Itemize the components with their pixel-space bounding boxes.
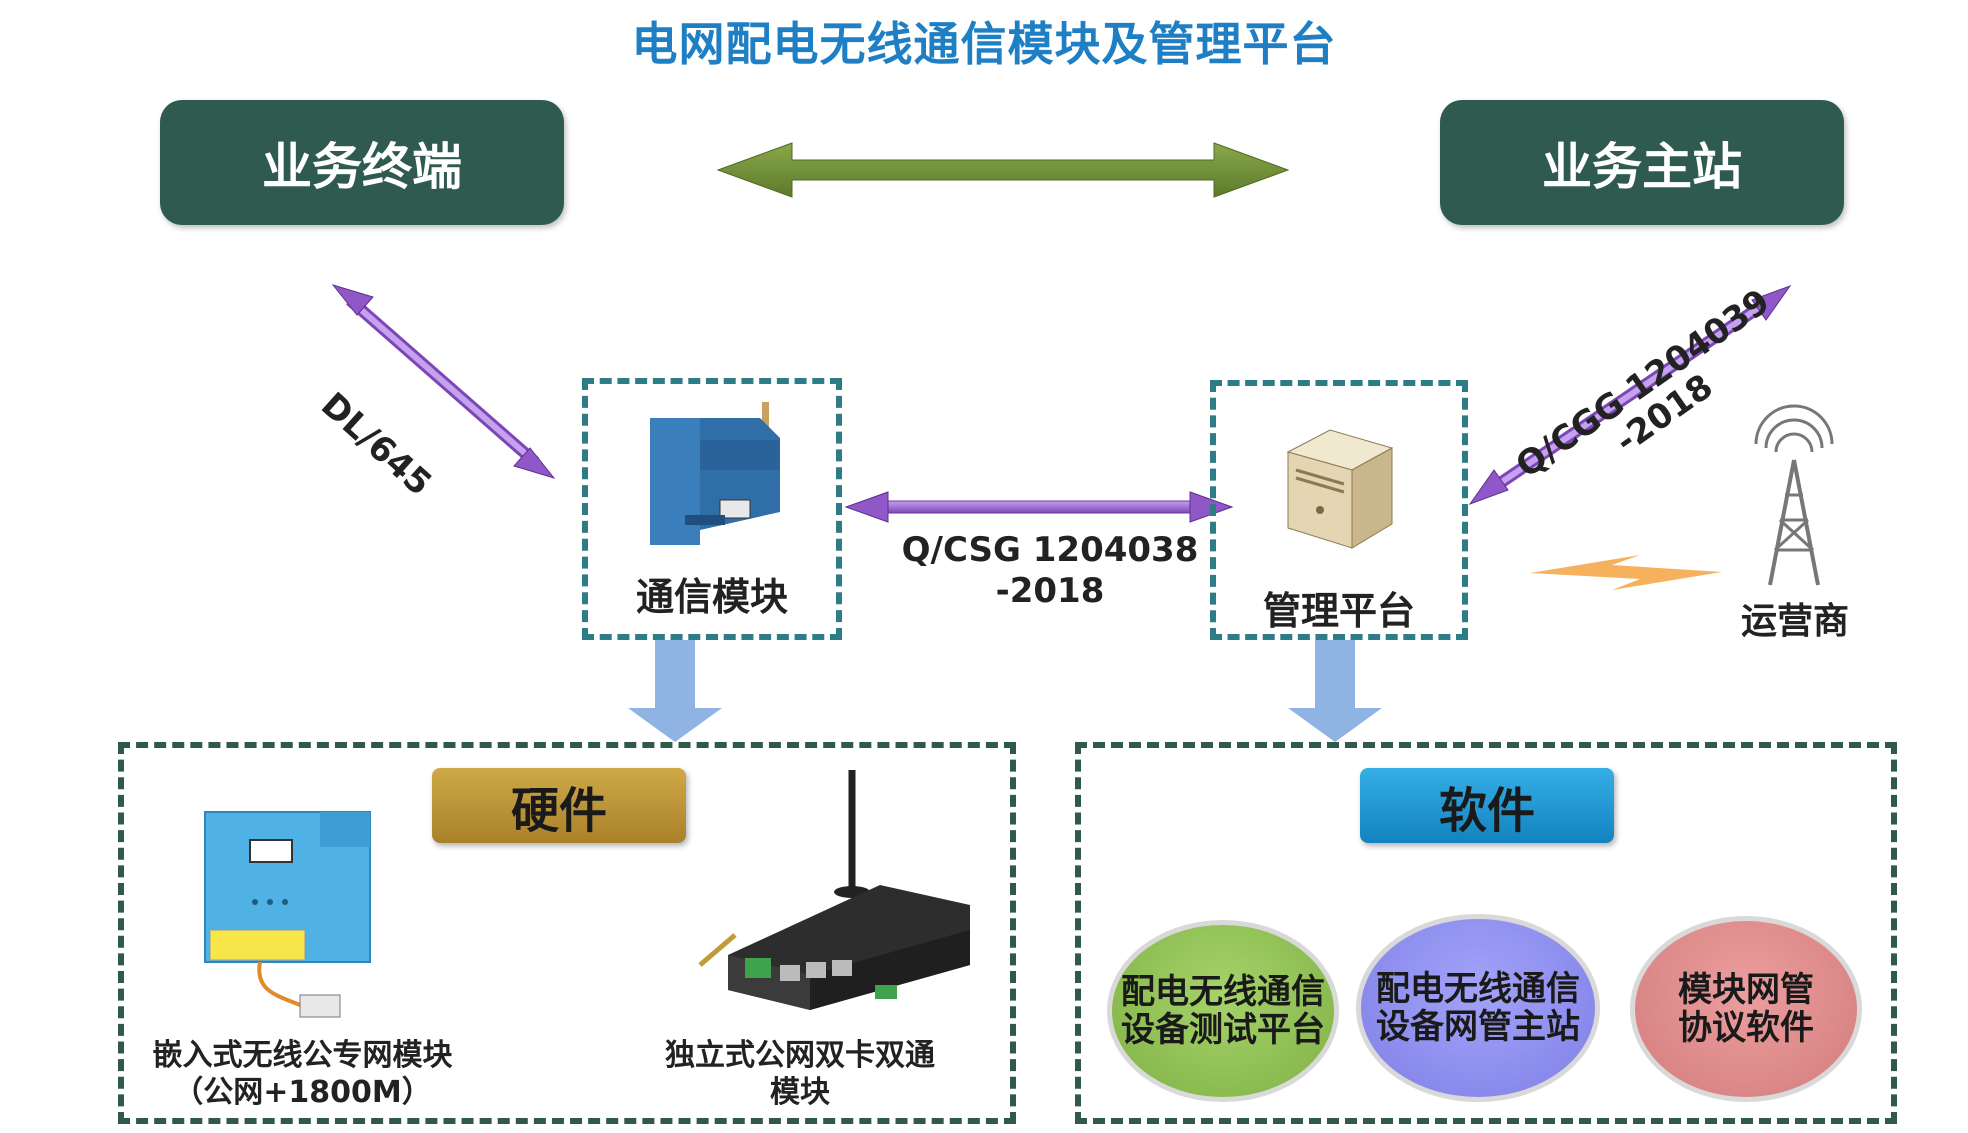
down-arrow-module (628, 640, 722, 742)
page-title: 电网配电无线通信模块及管理平台 (631, 17, 1337, 71)
protocol-qcsg-line1: Q/CSG 1204038 (901, 530, 1199, 570)
software-oval-test-platform: 配电无线通信 设备测试平台 (1107, 920, 1339, 1102)
business-terminal-box: 业务终端 (160, 100, 564, 225)
oval2-line2: 设备网管主站 (1376, 1007, 1580, 1047)
software-oval-protocol-software: 模块网管 协议软件 (1630, 916, 1862, 1102)
cell-tower-icon (1754, 404, 1834, 586)
operator-label: 运营商 (1740, 601, 1849, 642)
hardware-item2-label: 独立式公网双卡双通 模块 (640, 1038, 960, 1111)
hardware-item1-line1: 嵌入式无线公专网模块 (152, 1038, 453, 1073)
embedded-module-icon (204, 811, 371, 1018)
module-device-icon (650, 402, 780, 545)
oval1-line2: 设备测试平台 (1121, 1010, 1325, 1050)
hardware-panel (118, 742, 1016, 1124)
platform-label: 管理平台 (1262, 589, 1415, 633)
hardware-item1-label: 嵌入式无线公专网模块 （公网+1800M） (130, 1038, 475, 1111)
server-icon (1286, 429, 1394, 549)
hardware-item1-line2: （公网+1800M） (173, 1074, 432, 1110)
green-double-arrow (716, 142, 1290, 198)
protocol-label-qcsg: Q/CSG 1204038 -2018 (900, 530, 1200, 612)
software-header: 软件 (1360, 768, 1614, 843)
protocol-qcsg-line2: -2018 (995, 570, 1105, 611)
hardware-header: 硬件 (432, 768, 686, 843)
hardware-item2-line2: 模块 (770, 1074, 830, 1110)
oval3-line1: 模块网管 (1678, 969, 1814, 1010)
hardware-item2-line1: 独立式公网双卡双通 (665, 1038, 935, 1073)
software-oval-network-master: 配电无线通信 设备网管主站 (1356, 914, 1600, 1102)
module-label: 通信模块 (635, 575, 788, 619)
purple-arrow-dl645 (331, 284, 556, 479)
purple-arrow-qcgg (1468, 284, 1792, 506)
router-icon (698, 770, 970, 1010)
oval2-line1: 配电无线通信 (1376, 968, 1580, 1009)
oval3-line2: 协议软件 (1678, 1008, 1814, 1048)
management-platform-frame (1210, 380, 1468, 640)
oval1-line1: 配电无线通信 (1121, 971, 1325, 1012)
business-master-station-box: 业务主站 (1440, 100, 1844, 225)
down-arrow-platform (1288, 640, 1382, 742)
lightning-icon (1530, 555, 1722, 590)
communication-module-frame (582, 378, 842, 640)
software-panel (1075, 742, 1897, 1124)
